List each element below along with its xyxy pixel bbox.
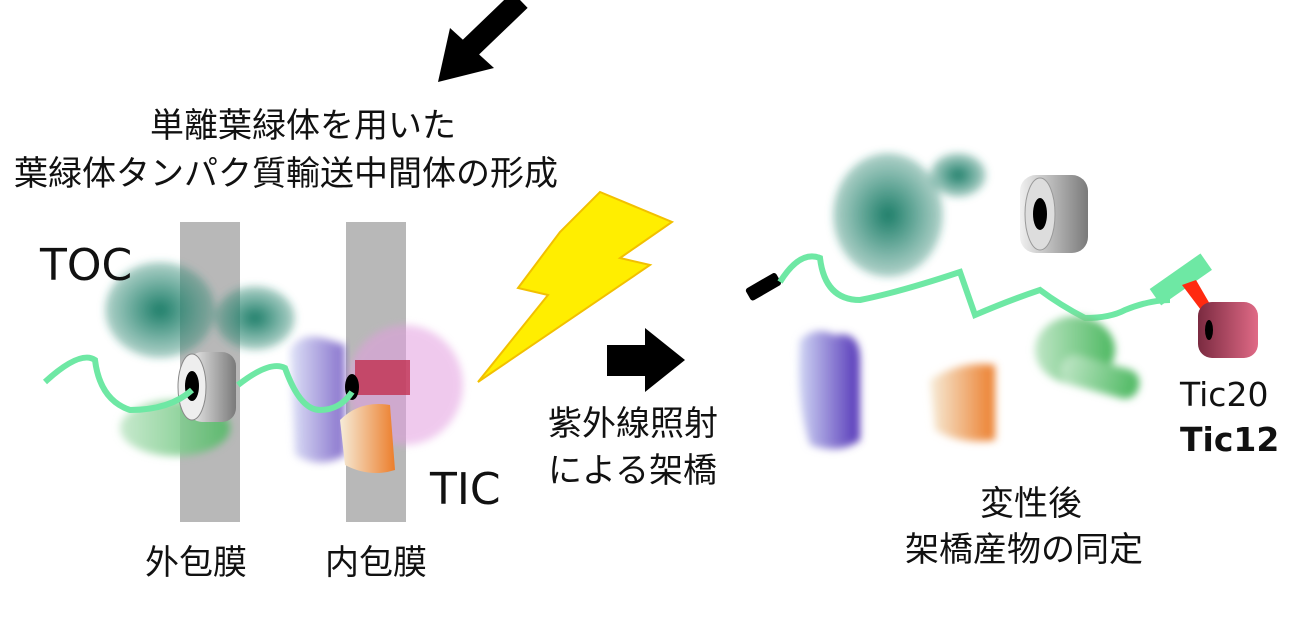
title-line-2: 葉緑体タンパク質輸送中間体の形成 [14, 154, 558, 194]
tic-label: TIC [430, 464, 501, 515]
outer-membrane-label: 外包膜 [145, 543, 247, 583]
arrow-down-left-icon [438, 0, 528, 82]
result-label-line-2: 架橋産物の同定 [905, 530, 1143, 570]
tic12-label: Tic12 [1180, 420, 1280, 459]
tic20-label: Tic20 [1180, 375, 1269, 414]
toc-channel-ring-free [1020, 175, 1088, 253]
peptide-tag [745, 273, 781, 301]
inner-membrane-label: 内包膜 [325, 543, 427, 583]
toc-channel-ring [177, 352, 236, 422]
dissociated-tic-subunits [798, 316, 1140, 449]
arrow-right-icon [607, 328, 685, 392]
toc-label: TOC [40, 240, 133, 291]
precursor-peptide [42, 354, 355, 414]
tic20-protein [1198, 302, 1258, 358]
precursor-peptide-crosslinked [777, 253, 1171, 322]
result-label-line-1: 変性後 [980, 484, 1082, 524]
uv-label-line-2: による架橋 [548, 451, 717, 491]
tic-complex [290, 325, 463, 474]
lightning-icon [477, 190, 675, 383]
dissociated-toc [833, 153, 986, 277]
title-line-1: 単離葉緑体を用いた [150, 106, 456, 146]
uv-label-line-1: 紫外線照射 [548, 404, 718, 444]
